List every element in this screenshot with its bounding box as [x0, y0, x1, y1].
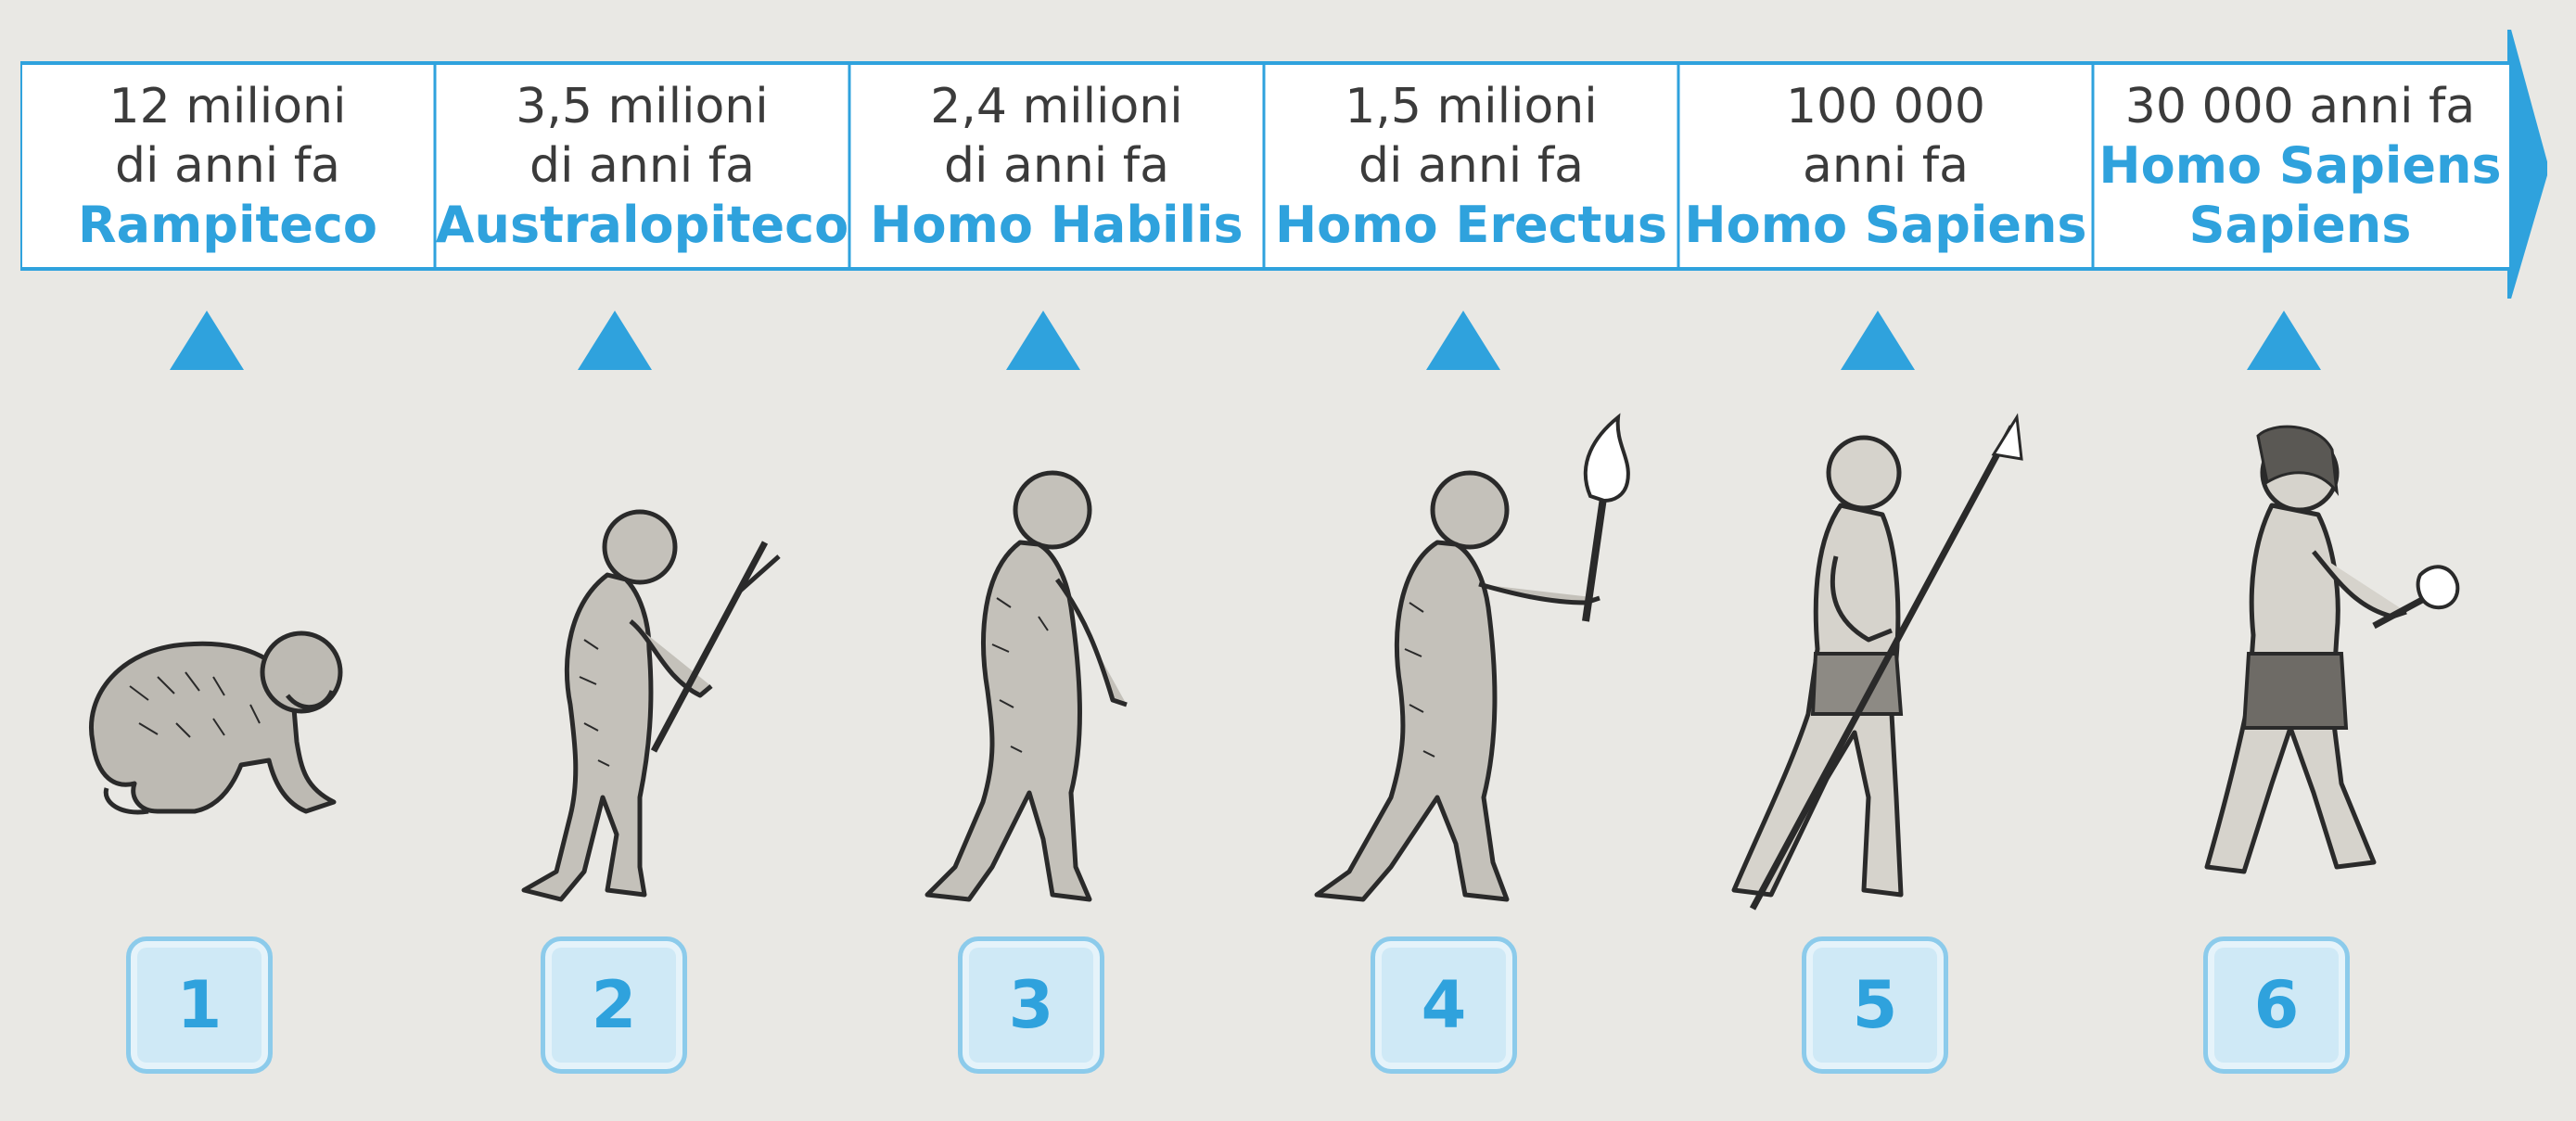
- time-label: di anni fa: [944, 136, 1169, 196]
- crouching-ape-icon: [65, 603, 362, 834]
- figure-number: 1: [177, 967, 223, 1043]
- pointer-triangle-icon: [1426, 311, 1500, 370]
- pointer-triangle-icon: [2247, 311, 2321, 370]
- figure-number-badge: 6: [2203, 936, 2350, 1074]
- time-label: 100 000: [1786, 77, 1985, 136]
- time-label: anni fa: [1803, 136, 1969, 196]
- timeline-cell-homo-sapiens-sapiens: 30 000 anni fa Homo Sapiens Sapiens: [2093, 63, 2507, 269]
- pointer-triangle-icon: [1841, 311, 1915, 370]
- figure-number-badge: 5: [1802, 936, 1948, 1074]
- figure-number-badge: 4: [1371, 936, 1517, 1074]
- figure-number: 3: [1009, 967, 1054, 1043]
- figure-number: 2: [592, 967, 637, 1043]
- species-name: Homo Sapiens: [1684, 196, 2086, 255]
- species-name: Rampiteco: [78, 196, 377, 255]
- human-with-spear-icon: [1706, 408, 2040, 946]
- species-name: Australopiteco: [436, 196, 849, 255]
- time-label: 12 milioni: [109, 77, 347, 136]
- timeline-cell-homo-erectus: 1,5 milioni di anni fa Homo Erectus: [1264, 63, 1678, 269]
- human-with-stone-axe-icon: [2151, 394, 2467, 950]
- species-name: Homo Sapiens: [2098, 136, 2501, 196]
- figure-number-badge: 2: [541, 936, 687, 1074]
- figure-number: 6: [2254, 967, 2300, 1043]
- timeline-cell-homo-habilis: 2,4 milioni di anni fa Homo Habilis: [849, 63, 1264, 269]
- timeline-cell-homo-sapiens: 100 000 anni fa Homo Sapiens: [1678, 63, 2093, 269]
- figure-number: 5: [1853, 967, 1898, 1043]
- time-label: 3,5 milioni: [516, 77, 768, 136]
- time-label: 2,4 milioni: [930, 77, 1182, 136]
- walking-hominid-icon: [890, 459, 1168, 941]
- species-name: Homo Erectus: [1275, 196, 1667, 255]
- figure-number-badge: 3: [958, 936, 1104, 1074]
- figure-number-badge: 1: [126, 936, 273, 1074]
- time-label: di anni fa: [115, 136, 340, 196]
- timeline-cell-australopiteco: 3,5 milioni di anni fa Australopiteco: [435, 63, 849, 269]
- stooped-hominid-with-stick-icon: [468, 501, 802, 927]
- timeline: 12 milioni di anni fa Rampiteco 3,5 mili…: [20, 30, 2547, 299]
- species-name: Sapiens: [2189, 196, 2412, 255]
- pointer-triangle-icon: [578, 311, 652, 370]
- timeline-cell-rampiteco: 12 milioni di anni fa Rampiteco: [20, 63, 435, 269]
- time-label: 1,5 milioni: [1345, 77, 1597, 136]
- pointer-triangle-icon: [1006, 311, 1080, 370]
- time-label: di anni fa: [529, 136, 755, 196]
- time-label: 30 000 anni fa: [2125, 77, 2475, 136]
- species-name: Homo Habilis: [870, 196, 1243, 255]
- figure-number: 4: [1422, 967, 1467, 1043]
- pointer-triangle-icon: [170, 311, 244, 370]
- hominid-with-torch-icon: [1270, 408, 1660, 946]
- time-label: di anni fa: [1358, 136, 1584, 196]
